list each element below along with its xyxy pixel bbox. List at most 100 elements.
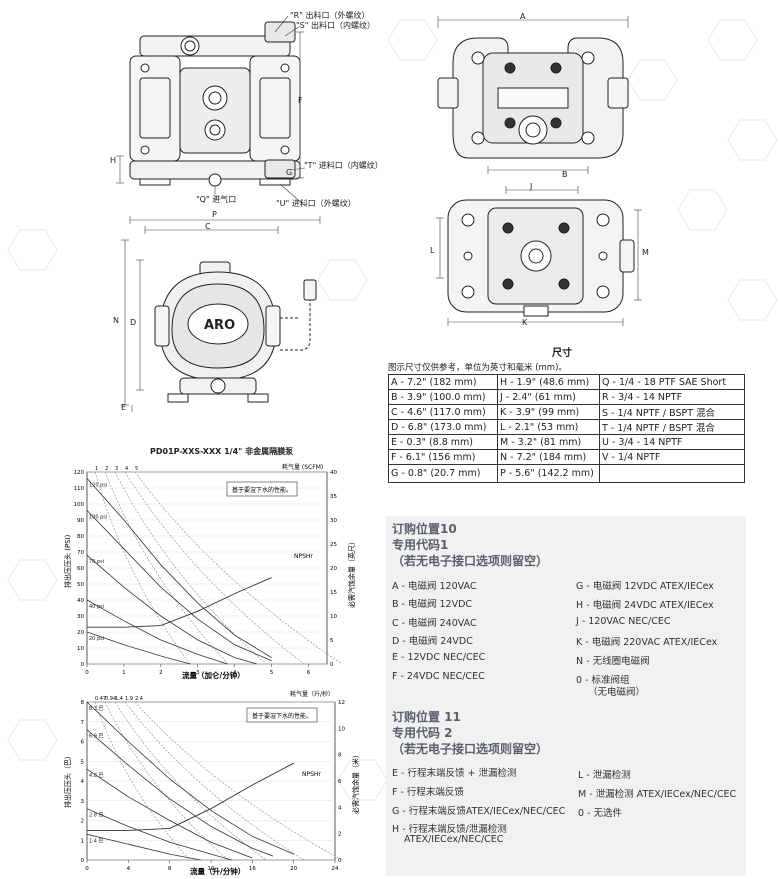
chart-top-air-tick-label: 5 [135, 466, 138, 472]
chart-bottom-y-tick-label: 6 [81, 740, 85, 746]
chart-bottom-xlabel: 流量（升/分钟） [190, 866, 245, 876]
chart-top-series-label: 40 psi [89, 604, 104, 610]
chart-bottom-air-curve [134, 701, 343, 861]
chart-bottom-air-curve [94, 701, 191, 861]
chart-top-y-tick-label: 70 [77, 550, 84, 556]
dim-b-label: B [562, 170, 568, 179]
chart-bottom-x-tick-label: 8 [168, 866, 172, 872]
dim-f-label: F [298, 96, 303, 105]
chart-top-title: PD01P-XXS-XXX 1/4" 非金属隔膜泵 [150, 447, 294, 456]
table-row: C - 4.6" (117.0 mm)K - 3.9" (99 mm)S - 1… [388, 404, 745, 420]
chart-bottom-y-tick-label: 8 [81, 700, 85, 706]
chart-top-y2-tick-label: 15 [330, 590, 337, 596]
table-row: A - 7.2" (182 mm)H - 1.9" (48.6 mm)Q - 1… [388, 374, 745, 390]
chart-top-air-curve [114, 471, 267, 665]
chart-bottom-series-line [87, 762, 294, 831]
dim-h-label: H [110, 156, 117, 165]
r-outlet-label: "R" 出料口（外螺纹） [290, 11, 370, 20]
chart-bottom-y-tick-label: 2 [81, 819, 85, 825]
dim-c-label: C [205, 222, 211, 231]
options-panel: 订购位置10 专用代码1 （若无电子接口选项则留空） A - 电磁阀 120VA… [386, 516, 746, 876]
pos11-title2: 专用代码 2 [392, 726, 453, 740]
chart-bottom-series-line [86, 701, 294, 855]
dimensions-note: 图示尺寸仅供参考，单位为英寸和毫米 (mm)。 [388, 363, 567, 373]
chart-bottom-air-tick-label: 0.94 [105, 696, 116, 702]
chart-top-y-tick-label: 0 [81, 662, 85, 668]
chart-top-x-tick-label: 2 [159, 670, 163, 676]
list-item: B - 电磁阀 12VDC [392, 599, 473, 610]
table-row: D - 6.8" (173.0 mm)L - 2.1" (53 mm)T - 1… [388, 419, 745, 435]
chart-top-y2-tick-label: 30 [330, 518, 337, 524]
chart-top-y2-tick-label: 25 [330, 542, 337, 548]
chart-bottom-series-label: 6.9 巴 [89, 734, 104, 740]
chart-top-air-curve [124, 471, 305, 665]
dim-e-label: E [121, 403, 127, 412]
list-item: G - 行程末端反馈ATEX/IECex/NEC/CEC [392, 806, 566, 817]
chart-top-y-tick-label: 10 [77, 646, 84, 652]
t-inlet-label: "T" 进料口（内螺纹） [304, 161, 383, 170]
pos10-title3: （若无电子接口选项则留空） [392, 554, 549, 568]
list-item: ATEX/IECex/NEC/CEC [404, 834, 504, 845]
chart-top-y-tick-label: 80 [77, 534, 84, 540]
dim-m-label: M [642, 248, 649, 257]
chart-top-air-label: 耗气量 (SCFM) [282, 463, 323, 471]
chart-bottom-air-tick-label: 0.47 [95, 696, 106, 702]
chart-bottom-series-label: 4.8 巴 [89, 773, 104, 779]
pump-front-view-drawing [116, 15, 306, 207]
list-item: J - 120VAC NEC/CEC [576, 616, 671, 627]
chart-top-xlabel: 流量（加仑/分钟） [182, 670, 245, 680]
list-item: F - 行程末端反馈 [392, 787, 464, 798]
chart-top-air-tick-label: 1 [95, 466, 98, 472]
pos10-title1: 订购位置10 [392, 522, 457, 536]
chart-bottom-air-curve [124, 701, 305, 861]
chart-top-air-curve [94, 471, 191, 665]
table-row: B - 3.9" (100.0 mm)J - 2.4" (61 mm)R - 3… [388, 389, 745, 405]
table-row: F - 6.1" (156 mm)N - 7.2" (184 mm)V - 1/… [388, 449, 745, 465]
list-item: H - 行程末端反馈/泄漏检测 [392, 824, 507, 835]
chart-bottom-air-curve [114, 701, 267, 861]
chart-top-y-tick-label: 40 [77, 598, 84, 604]
dim-n-label: N [113, 316, 119, 325]
chart-bottom-air-tick-label: 1.9 [125, 696, 133, 702]
chart-bottom-x-tick-label: 20 [290, 866, 297, 872]
chart-top-y2label: 必需汽蚀余量（英尺） [347, 538, 356, 608]
chart-top-y2-tick-label: 35 [330, 494, 337, 500]
chart-top-x-tick-label: 1 [122, 670, 126, 676]
chart-top-air-tick-label: 4 [125, 466, 128, 472]
chart-bottom-y-tick-label: 1 [81, 838, 85, 844]
pos11-title3: （若无电子接口选项则留空） [392, 742, 549, 756]
chart-top-x-tick-label: 0 [85, 670, 89, 676]
list-item: L - 泄漏检测 [578, 770, 631, 781]
chart-bottom-y-tick-label: 3 [81, 799, 85, 805]
chart-top-y-tick-label: 50 [77, 582, 84, 588]
chart-bottom-y-tick-label: 5 [81, 759, 85, 765]
chart-bottom-x-tick-label: 16 [249, 866, 256, 872]
chart-bottom-y2-tick-label: 6 [338, 779, 342, 785]
chart-bottom-series-line [86, 729, 274, 857]
dim-g-label: G [286, 168, 293, 177]
chart-bottom-x-tick-label: 12 [208, 866, 215, 872]
chart-bottom-series-label: 1.4 巴 [89, 838, 104, 844]
chart-bottom-x-tick-label: 0 [85, 866, 89, 872]
table-row: G - 0.8" (20.7 mm)P - 5.6" (142.2 mm) [388, 464, 745, 483]
chart-top-y-tick-label: 90 [77, 518, 84, 524]
list-item: G - 电磁阀 12VDC ATEX/IECex [576, 581, 714, 592]
chart-top-y-tick-label: 100 [74, 502, 85, 508]
chart-top-y-tick-label: 110 [74, 486, 85, 492]
pump-top-view-drawing [437, 16, 629, 174]
dim-j-label: J [530, 182, 533, 191]
chart-top-air-tick-label: 2 [105, 466, 108, 472]
chart-top-x-tick-label: 3 [196, 670, 200, 676]
list-item: F - 24VDC NEC/CEC [392, 671, 485, 682]
pos10-title2: 专用代码1 [392, 538, 449, 552]
list-item: E - 12VDC NEC/CEC [392, 652, 486, 663]
chart-bottom-x-tick-label: 4 [127, 866, 131, 872]
chart-top-series-line [87, 577, 272, 628]
chart-bottom-ylabel: 排出压压头（巴） [63, 752, 72, 808]
chart-top-y2-tick-label: 40 [330, 470, 337, 476]
chart-bottom-x-tick-label: 24 [332, 866, 339, 872]
chart-bottom-y2label: 必需汽蚀余量（米） [351, 751, 360, 814]
dim-k-label: K [522, 318, 528, 327]
